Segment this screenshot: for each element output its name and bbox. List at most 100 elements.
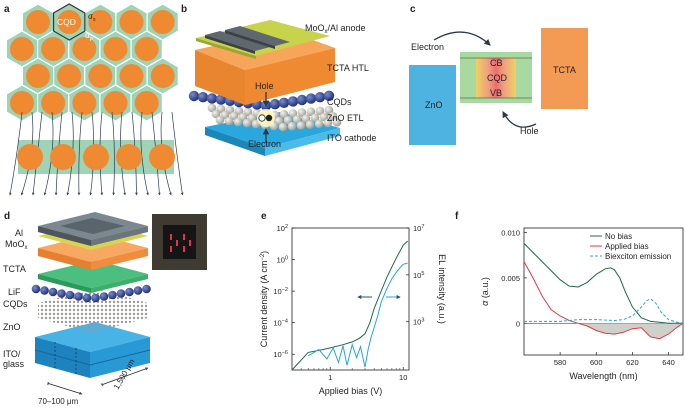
sigma-p-label: σp — [85, 31, 93, 42]
panel-a-label: a — [4, 4, 10, 15]
cqd-nanoparticle — [142, 284, 151, 294]
zno-nanoparticle — [242, 118, 252, 128]
al-anode-strip — [225, 26, 290, 46]
cqd-nanoparticle — [296, 94, 308, 106]
zno-nanoparticle — [314, 119, 324, 129]
x-tick-label: 640 — [662, 358, 675, 367]
y-right-tick-label: 105 — [413, 271, 424, 280]
cqd-core — [72, 91, 97, 115]
al-label: Al — [15, 228, 23, 238]
cqd-nanoparticle — [108, 290, 117, 300]
vb-label: VB — [490, 88, 502, 98]
panel-f-label: f — [455, 211, 459, 222]
cqd-nanoparticle — [305, 93, 317, 104]
cqd-core — [150, 10, 175, 34]
series-line-biexciton-emission — [524, 298, 684, 324]
plot-frame — [291, 227, 410, 371]
cqd-nanoparticle — [99, 292, 109, 301]
field-line — [9, 111, 23, 196]
cqds-label: CQDs — [327, 97, 352, 107]
zno-nanoparticle — [233, 117, 243, 127]
cqd-core — [26, 64, 50, 88]
cqd-core — [57, 10, 82, 34]
cqd-nanoparticle — [74, 292, 83, 301]
cqd-nanoparticle — [133, 286, 143, 295]
x-tick-label: 600 — [590, 358, 603, 367]
hole-label: Hole — [255, 81, 274, 91]
x-tick-label: 580 — [554, 358, 567, 367]
electron-carrier-icon — [265, 114, 273, 122]
cqd-core — [26, 10, 50, 34]
y-tick-label: 0 — [516, 319, 520, 328]
hole-transfer-arrow — [502, 111, 537, 128]
hole-carrier-icon — [258, 114, 266, 122]
cqd-nanoparticle — [206, 93, 218, 104]
x-tick-label: 1 — [328, 373, 332, 382]
lif-label: LiF — [8, 287, 21, 297]
cqd-nanoparticle — [323, 90, 335, 102]
cqd-core — [119, 64, 144, 88]
zno-band-block — [409, 65, 456, 145]
moox-al-anode-label: MoOx/Al anode — [305, 23, 366, 35]
panel-b: b Hole Electron MoOx/Al anode TCTA HTL C… — [181, 4, 376, 156]
tcta-label: TCTA — [3, 264, 26, 274]
y-tick-label: 0.010 — [501, 229, 520, 238]
electron-transfer-arrow — [433, 31, 491, 46]
hole-label: Hole — [520, 126, 539, 136]
y-left-tick-label: 10−6 — [273, 350, 288, 359]
zno-nanoparticle — [215, 115, 225, 125]
cqd-nanoparticle — [116, 289, 126, 298]
cqds-label: CQDs — [3, 299, 28, 309]
zno-etl-label: ZnO ETL — [327, 113, 364, 123]
glass-label: glass — [3, 359, 25, 369]
series-line-applied-bias — [523, 261, 684, 340]
y-left-axis-title: Current density (A cm−2) — [259, 251, 269, 347]
y-axis-title: α (a.u.) — [480, 277, 490, 306]
film-cqd-core — [17, 144, 43, 170]
cqd-core-band — [476, 58, 516, 98]
cqd-hexagon-lattice — [5, 3, 179, 122]
cqd-core — [134, 37, 159, 61]
zno-label: ZnO — [425, 100, 443, 110]
lif-layer — [38, 260, 148, 288]
panel-a: a CQD σs σp — [4, 3, 184, 196]
cqd-core — [134, 91, 159, 115]
panel-c: c ZnO TCTA CB CQD VB Electron Hole — [409, 4, 588, 145]
cqd-core — [41, 37, 66, 61]
sigma-s-label: σs — [88, 12, 96, 23]
electron-label: Electron — [248, 139, 281, 149]
cqd-core — [72, 37, 97, 61]
y-left-tick-label: 102 — [277, 224, 288, 233]
cqd-nanoparticle — [287, 96, 299, 107]
cqd-label: CQD — [57, 17, 76, 27]
width-dimension-label: 70–100 μm — [38, 397, 79, 406]
y-left-tick-label: 10−2 — [273, 287, 288, 296]
emitting-pixel — [189, 240, 191, 246]
panel-e-label: e — [261, 211, 267, 222]
cqd-nanoparticle — [188, 90, 200, 102]
panel-d-label: d — [4, 211, 10, 222]
film-cqd-core — [149, 144, 175, 170]
y-left-tick-label: 100 — [277, 256, 288, 265]
cqd-nanoparticle — [269, 99, 281, 110]
tcta-htl-label: TCTA HTL — [327, 63, 369, 73]
moox-label: MoOx — [5, 239, 28, 251]
cqd-nanoparticle — [65, 290, 75, 300]
emitting-pixel — [183, 246, 185, 252]
cqd-label: CQD — [487, 73, 508, 83]
el-intensity-line — [307, 262, 408, 368]
y-right-axis-title: EL intensity (a.u.) — [437, 254, 447, 324]
legend-label: Biexciton emission — [605, 252, 671, 261]
cqd-nanoparticle — [215, 94, 227, 105]
y-right-tick-label: 103 — [413, 318, 424, 327]
length-dimension-arrow — [100, 367, 149, 387]
cqd-core — [103, 37, 128, 61]
cqd-nanoparticle — [48, 287, 58, 297]
film-cqd-row — [17, 144, 175, 170]
field-line — [140, 111, 149, 196]
highlighted-hexagon — [52, 3, 86, 41]
panel-d: d Al MoOx TCTA — [3, 211, 207, 406]
